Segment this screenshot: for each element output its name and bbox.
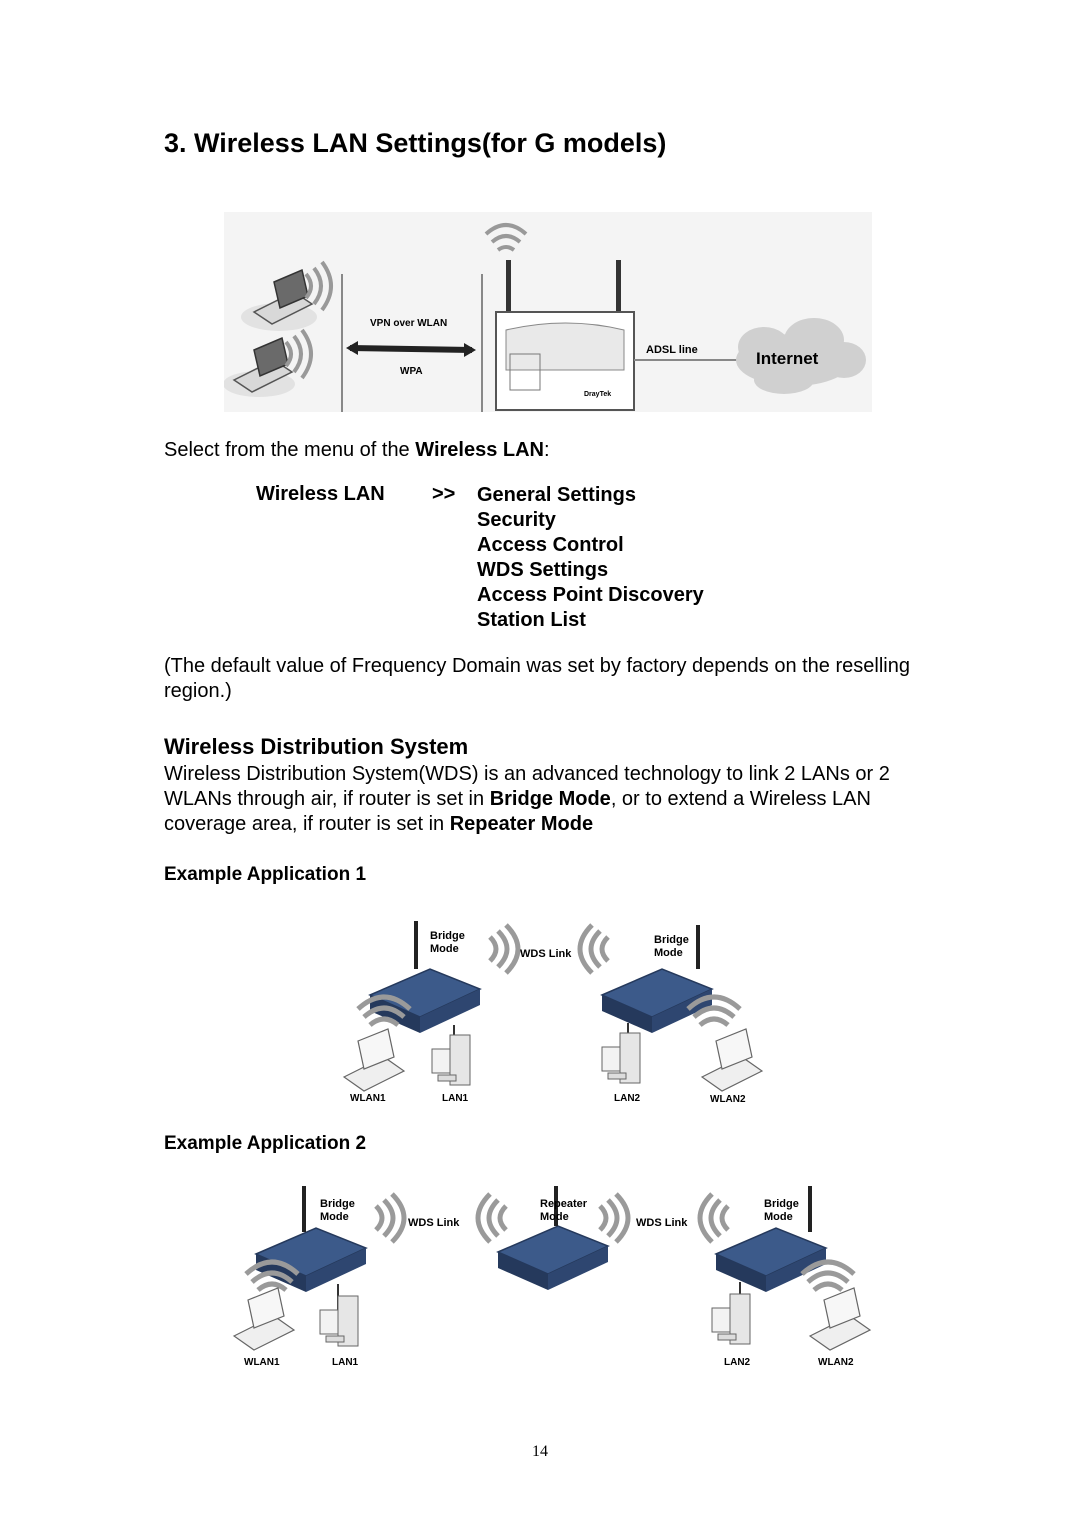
wifi-wave-icon xyxy=(376,1194,404,1242)
intro-suffix: : xyxy=(544,439,550,461)
router-icon xyxy=(497,1186,609,1291)
wds-text-2: , or to extend a Wireless LAN coverage a… xyxy=(164,788,871,835)
wds-link-2-label: WDS Link xyxy=(636,1217,688,1229)
menu-item-ap-discovery: Access Point Discovery xyxy=(477,584,704,606)
wlan-network-figure: VPN over WLAN WPA DrayTek ADSL line Inte… xyxy=(224,212,872,412)
wifi-wave-icon xyxy=(802,1262,854,1290)
page-number: 14 xyxy=(532,1443,548,1460)
router-2-mode-line1: Bridge xyxy=(654,934,689,946)
router-2-mode-line1: Repeater xyxy=(540,1198,588,1210)
lan2-label: LAN2 xyxy=(614,1093,641,1104)
wifi-wave-icon xyxy=(700,1194,728,1242)
router-1-mode-line2: Mode xyxy=(320,1211,349,1223)
tunnel-arrow xyxy=(346,341,476,357)
laptop-icon xyxy=(241,260,333,331)
router-icon xyxy=(255,1186,367,1293)
menu-root: Wireless LAN xyxy=(256,483,385,505)
menu-item-security: Security xyxy=(477,509,556,531)
laptop-icon xyxy=(343,1028,405,1092)
router-1-mode-line1: Bridge xyxy=(320,1198,355,1210)
brand-text: DrayTek xyxy=(584,391,611,398)
intro-bold: Wireless LAN xyxy=(415,439,544,461)
example-1-title: Example Application 1 xyxy=(164,864,367,885)
example-1-figure: Bridge Mode Bridge Mode WDS Link WLAN1 L… xyxy=(343,921,763,1105)
menu-item-list: General Settings Security Access Control… xyxy=(477,483,704,633)
lan1-label: LAN1 xyxy=(442,1093,469,1104)
adsl-label: ADSL line xyxy=(646,344,698,356)
router-icon xyxy=(601,925,713,1034)
internet-label: Internet xyxy=(756,349,819,368)
router-3-mode-line1: Bridge xyxy=(764,1198,799,1210)
pc-icon xyxy=(601,1032,641,1084)
wpa-label: WPA xyxy=(400,366,423,377)
laptop-icon xyxy=(224,328,313,397)
pc-icon xyxy=(431,1034,471,1086)
internet-cloud-icon xyxy=(736,318,866,394)
wlan1-label: WLAN1 xyxy=(350,1093,386,1104)
router-1-mode-line2: Mode xyxy=(430,943,459,955)
wifi-wave-icon xyxy=(478,1194,506,1242)
frequency-note: (The default value of Frequency Domain w… xyxy=(164,655,910,702)
wifi-wave-icon xyxy=(580,925,608,973)
router-3-mode-line2: Mode xyxy=(764,1211,793,1223)
wlan1-label: WLAN1 xyxy=(244,1357,280,1368)
intro-prefix: Select from the menu of the xyxy=(164,439,416,461)
router-icon xyxy=(369,921,481,1034)
menu-item-station-list: Station List xyxy=(477,609,586,631)
wds-heading: Wireless Distribution System xyxy=(164,734,469,759)
wds-link-label: WDS Link xyxy=(520,948,572,960)
menu-arrow: >> xyxy=(432,483,456,505)
repeater-mode-bold: Repeater Mode xyxy=(449,813,594,835)
bridge-mode-bold: Bridge Mode xyxy=(489,788,611,810)
example-2-figure: Bridge Mode Repeater Mode Bridge Mode WD… xyxy=(233,1186,871,1368)
router-1-mode-line1: Bridge xyxy=(430,930,465,942)
wds-text-1: Wireless Distribution System(WDS) is an … xyxy=(164,763,890,810)
router-icon xyxy=(715,1186,827,1293)
example-2-title: Example Application 2 xyxy=(164,1133,367,1154)
menu-item-access-control: Access Control xyxy=(477,534,624,556)
router-icon: DrayTek xyxy=(484,223,635,411)
laptop-icon xyxy=(701,1028,763,1092)
wlan2-label: WLAN2 xyxy=(818,1357,854,1368)
lan1-label: LAN1 xyxy=(332,1357,359,1368)
lan2-label: LAN2 xyxy=(724,1357,751,1368)
pc-icon xyxy=(711,1293,751,1345)
intro-text: Select from the menu of the Wireless LAN… xyxy=(164,438,550,463)
wds-paragraph: Wireless Distribution System(WDS) is an … xyxy=(164,762,944,837)
wifi-wave-icon xyxy=(490,925,518,973)
menu-item-general-settings: General Settings xyxy=(477,484,636,506)
pc-icon xyxy=(319,1295,359,1347)
vpn-label: VPN over WLAN xyxy=(370,318,447,329)
wlan2-label: WLAN2 xyxy=(710,1094,746,1105)
router-2-mode-line2: Mode xyxy=(540,1211,569,1223)
page-title: 3. Wireless LAN Settings(for G models) xyxy=(164,128,667,158)
wds-link-1-label: WDS Link xyxy=(408,1217,460,1229)
menu-item-wds-settings: WDS Settings xyxy=(477,559,609,581)
router-2-mode-line2: Mode xyxy=(654,947,683,959)
wifi-wave-icon xyxy=(600,1194,628,1242)
laptop-icon xyxy=(809,1287,871,1351)
laptop-icon xyxy=(233,1287,295,1351)
